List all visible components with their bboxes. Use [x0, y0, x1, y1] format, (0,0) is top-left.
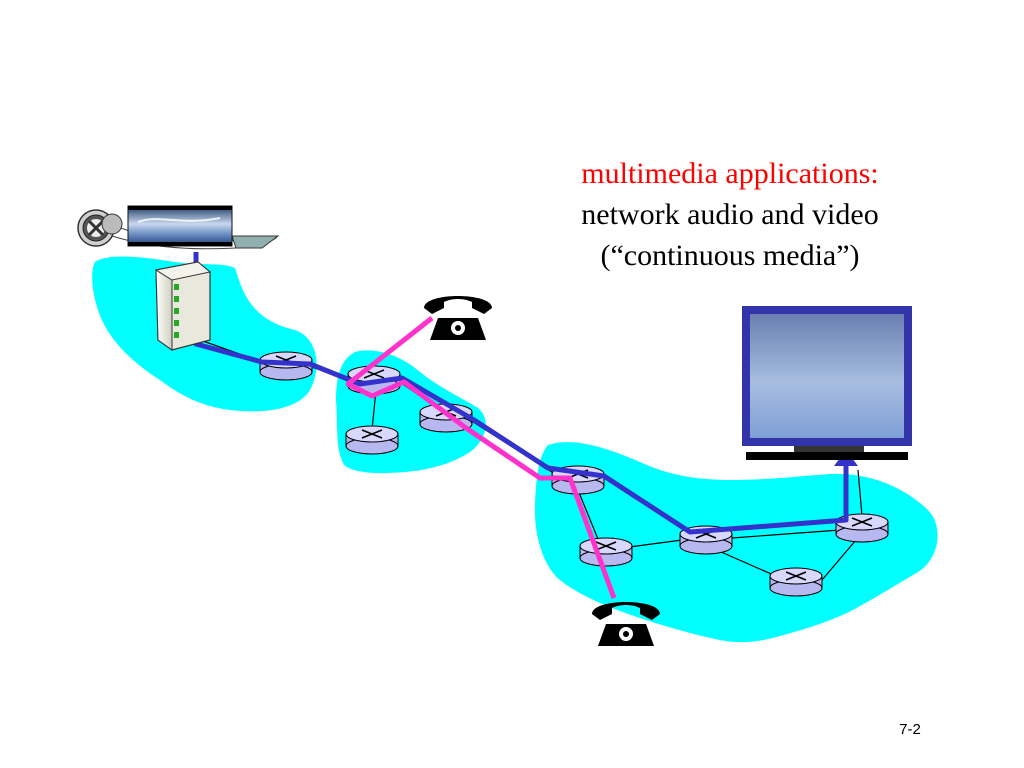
page-number: 7-2: [899, 721, 921, 738]
caption-heading: multimedia applications:: [581, 157, 879, 190]
router: [835, 513, 889, 543]
network-cloud-right: [535, 442, 938, 643]
router: [769, 567, 823, 597]
video-banner: [127, 205, 233, 247]
voice-call-path: [345, 316, 617, 599]
caption-line-2: (“continuous media”): [600, 239, 860, 272]
telephone-icon: [592, 602, 660, 646]
telephone-icon: [424, 296, 492, 340]
router: [579, 537, 633, 567]
monitor-icon: [742, 306, 912, 460]
caption-line-1: network audio and video: [581, 198, 879, 231]
router: [345, 425, 399, 455]
video-server-icon: [154, 261, 212, 351]
